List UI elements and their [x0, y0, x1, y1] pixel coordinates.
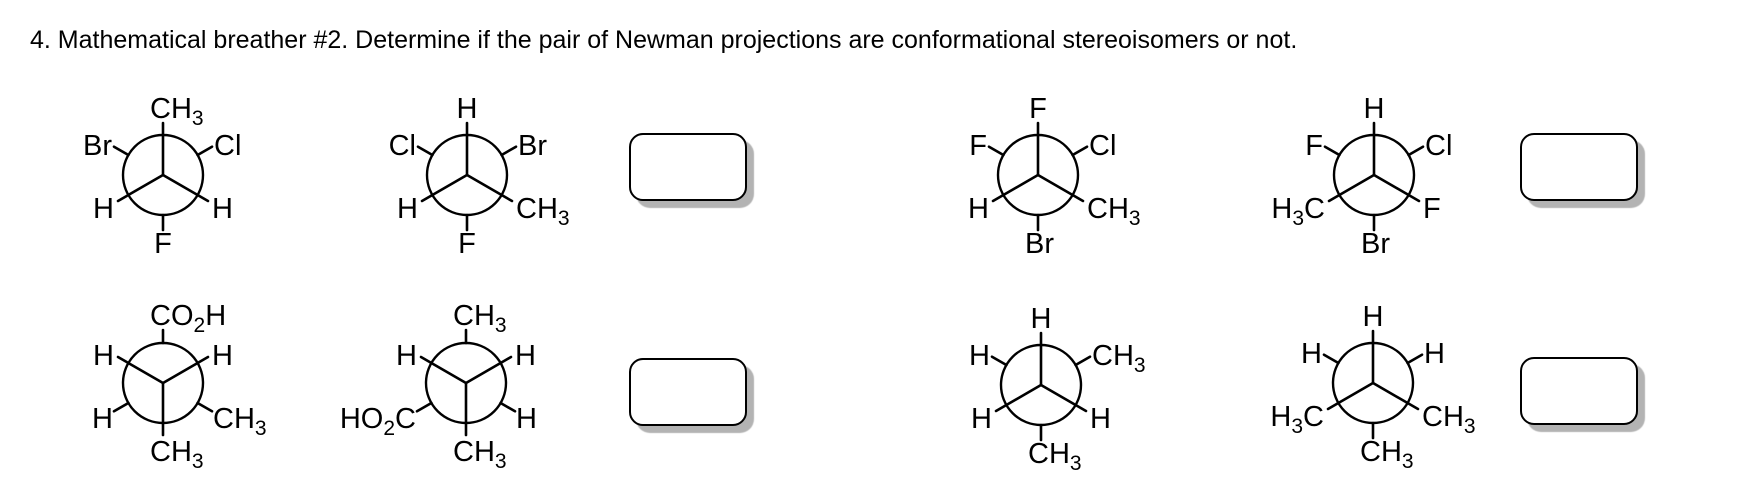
substituent-label-bottom: CH3: [453, 436, 507, 473]
front-bond: [161, 355, 210, 385]
back-bond: [112, 145, 130, 157]
back-bond: [990, 355, 1008, 367]
substituent-label-upper-right: H: [212, 340, 233, 372]
substituent-label-lower-right: CH3: [516, 193, 570, 230]
front-bond: [161, 173, 210, 203]
substituent-label-lower-right: F: [1423, 193, 1441, 225]
front-bond: [464, 355, 513, 385]
substituent-label-lower-right: CH3: [213, 403, 267, 440]
back-bond: [1406, 353, 1424, 365]
substituent-label-lower-right: CH3: [1087, 193, 1141, 230]
substituent-label-lower-left: H: [971, 403, 992, 435]
substituent-label-bottom: CH3: [1360, 436, 1414, 473]
substituent-label-lower-right: CH3: [1422, 401, 1476, 438]
substituent-label-top: H: [457, 93, 478, 125]
substituent-label-bottom: F: [458, 228, 476, 260]
substituent-label-lower-right: H: [1090, 403, 1111, 435]
substituent-label-top: CH3: [150, 93, 204, 130]
substituent-label-upper-left: Br: [83, 130, 112, 162]
back-bond: [1074, 355, 1092, 367]
back-bond: [500, 145, 518, 157]
substituent-label-upper-right: Cl: [214, 130, 241, 162]
substituent-label-top: CO2H: [150, 300, 226, 337]
substituent-label-upper-right: H: [515, 340, 536, 372]
front-bond: [1036, 173, 1085, 203]
substituent-label-top: H: [1363, 301, 1384, 333]
answer-box-2[interactable]: [1520, 133, 1638, 201]
front-bond: [1327, 173, 1376, 203]
substituent-label-top: H: [1364, 93, 1385, 125]
answer-box-3[interactable]: [629, 358, 747, 426]
substituent-label-upper-right: Br: [518, 130, 547, 162]
substituent-label-lower-left: HO2C: [340, 403, 416, 440]
substituent-label-bottom: Br: [1361, 228, 1390, 260]
answer-box-1[interactable]: [629, 133, 747, 201]
back-bond: [416, 145, 434, 157]
front-bond: [1371, 381, 1420, 411]
substituent-label-upper-left: H: [1301, 338, 1322, 370]
substituent-label-upper-right: Cl: [1425, 130, 1452, 162]
front-bond: [116, 355, 165, 385]
front-bond: [1326, 381, 1375, 411]
back-bond: [987, 145, 1005, 157]
substituent-label-lower-left: H: [92, 403, 113, 435]
substituent-label-upper-left: H: [93, 340, 114, 372]
substituent-label-lower-left: H: [968, 193, 989, 225]
back-bond: [112, 401, 130, 413]
substituent-label-upper-right: Cl: [1089, 130, 1116, 162]
substituent-label-lower-left: H: [397, 193, 418, 225]
substituent-label-top: F: [1029, 93, 1047, 125]
front-bond: [116, 173, 165, 203]
substituent-label-upper-right: CH3: [1092, 340, 1146, 377]
substituent-label-bottom: Br: [1025, 228, 1054, 260]
front-bond: [420, 173, 469, 203]
back-bond: [196, 401, 214, 413]
substituent-label-bottom: CH3: [1028, 438, 1082, 475]
front-bond: [419, 355, 468, 385]
front-bond: [994, 383, 1043, 413]
substituent-label-lower-left: H3C: [1271, 193, 1325, 230]
back-bond: [415, 401, 433, 413]
substituent-label-bottom: CH3: [150, 436, 204, 473]
substituent-label-upper-right: H: [1424, 338, 1445, 370]
substituent-label-lower-left: H: [93, 193, 114, 225]
back-bond: [1322, 353, 1340, 365]
front-bond: [991, 173, 1040, 203]
back-bond: [1323, 145, 1341, 157]
front-bond: [1372, 173, 1421, 203]
substituent-label-upper-left: H: [396, 340, 417, 372]
back-bond: [1407, 145, 1425, 157]
back-bond: [1071, 145, 1089, 157]
substituent-label-upper-left: H: [969, 340, 990, 372]
substituent-label-lower-left: H3C: [1270, 401, 1324, 438]
question-title: 4. Mathematical breather #2. Determine i…: [30, 26, 1298, 54]
answer-box-4[interactable]: [1520, 357, 1638, 425]
substituent-label-top: H: [1031, 303, 1052, 335]
substituent-label-upper-left: Cl: [389, 130, 416, 162]
back-bond: [196, 145, 214, 157]
front-bond: [1039, 383, 1088, 413]
substituent-label-lower-right: H: [516, 403, 537, 435]
substituent-label-upper-left: F: [1305, 130, 1323, 162]
substituent-label-lower-right: H: [212, 193, 233, 225]
front-bond: [465, 173, 514, 203]
back-bond: [499, 401, 517, 413]
substituent-label-upper-left: F: [969, 130, 987, 162]
substituent-label-top: CH3: [453, 300, 507, 337]
substituent-label-bottom: F: [154, 228, 172, 260]
